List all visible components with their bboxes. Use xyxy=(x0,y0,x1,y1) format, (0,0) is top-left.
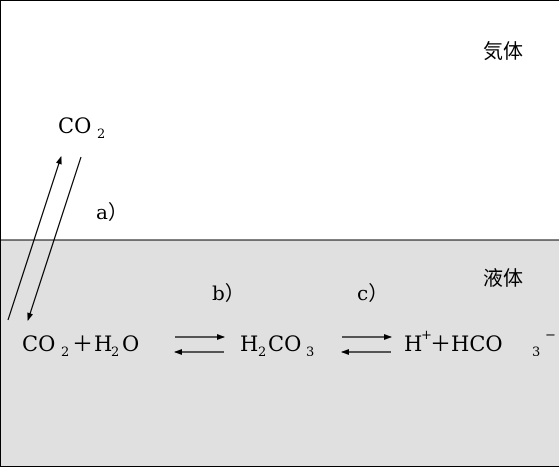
aq-co2-subscript: 2 xyxy=(61,345,69,360)
gas-co2-subscript: 2 xyxy=(97,127,105,142)
carbonic-acid-subscript-2: 3 xyxy=(306,345,314,360)
gas-phase-label: 気体 xyxy=(483,39,523,63)
water-o-symbol: O xyxy=(122,332,139,356)
bicarbonate-subscript: 3 xyxy=(532,345,540,360)
gas-co2-symbol: CO xyxy=(58,114,91,138)
carbonic-acid-co-symbol: CO xyxy=(268,332,301,356)
step-b-label: b） xyxy=(212,281,245,305)
water-subscript: 2 xyxy=(111,345,119,360)
bicarbonate-charge: − xyxy=(545,328,556,343)
liquid-phase-label: 液体 xyxy=(483,266,523,290)
plus-sign-1: ＋ xyxy=(72,332,93,356)
bicarbonate-symbol: HCO xyxy=(451,332,503,356)
proton-h-symbol: H xyxy=(404,332,422,356)
water-h-symbol: H xyxy=(94,332,112,356)
equilibrium-equation: CO 2 ＋ H 2 O H 2 CO 3 H + ＋ HCO 3 − xyxy=(22,328,556,360)
step-c-label: c） xyxy=(357,281,388,305)
plus-sign-2: ＋ xyxy=(430,332,451,356)
step-a-label: a） xyxy=(96,200,128,224)
aq-co2-symbol: CO xyxy=(22,332,55,356)
carbonic-acid-subscript-1: 2 xyxy=(258,345,266,360)
carbonic-acid-h-symbol: H xyxy=(240,332,258,356)
